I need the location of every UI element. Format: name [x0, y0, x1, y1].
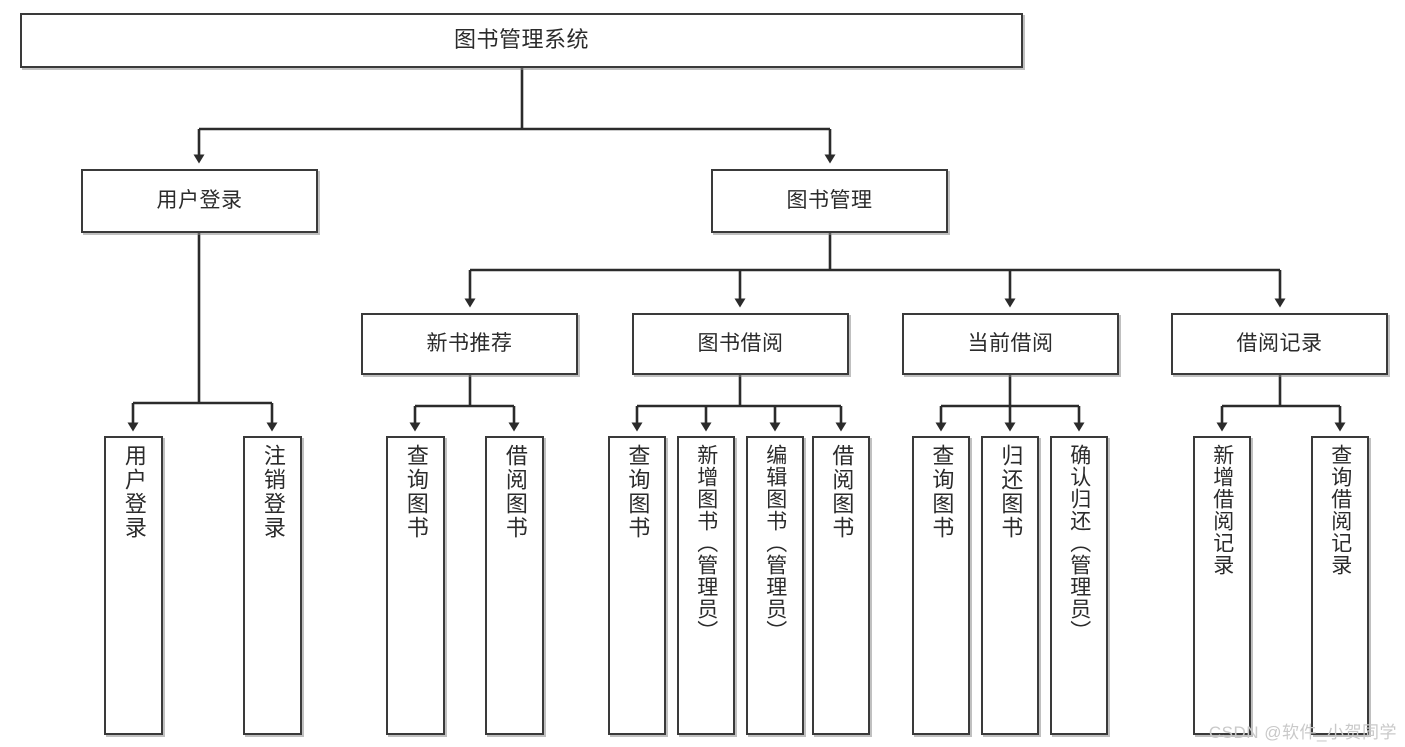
- node-label: 新增借阅记录: [1210, 444, 1234, 576]
- node-label: 新增图书（管理员）: [694, 444, 718, 642]
- node-label: 当前借阅: [967, 332, 1054, 356]
- node-label: 查询借阅记录: [1328, 444, 1352, 576]
- leaf-add-book-admin[interactable]: 新增图书（管理员）: [677, 436, 735, 735]
- node-book-management[interactable]: 图书管理: [711, 169, 948, 233]
- leaf-borrow-book-recommend[interactable]: 借阅图书: [485, 436, 544, 735]
- node-label: 归还图书: [998, 444, 1024, 540]
- node-current-borrow[interactable]: 当前借阅: [902, 313, 1119, 375]
- leaf-return-book[interactable]: 归还图书: [981, 436, 1039, 735]
- node-new-book-recommend[interactable]: 新书推荐: [361, 313, 578, 375]
- node-label: 借阅图书: [829, 444, 855, 540]
- node-label: 图书管理: [786, 189, 873, 213]
- leaf-confirm-return-admin[interactable]: 确认归还（管理员）: [1050, 436, 1108, 735]
- leaf-query-book-recommend[interactable]: 查询图书: [386, 436, 445, 735]
- node-label: 用户登录: [121, 444, 147, 540]
- node-label: 图书管理系统: [453, 27, 589, 53]
- node-borrow-record[interactable]: 借阅记录: [1171, 313, 1388, 375]
- node-label: 注销登录: [260, 444, 286, 540]
- leaf-user-login[interactable]: 用户登录: [104, 436, 163, 735]
- node-label: 查询图书: [403, 444, 429, 540]
- node-label: 借阅记录: [1236, 332, 1323, 356]
- node-label: 新书推荐: [426, 332, 513, 356]
- node-label: 查询图书: [625, 444, 651, 540]
- node-root-system[interactable]: 图书管理系统: [20, 13, 1023, 68]
- watermark-text: CSDN @软件_小贺同学: [1208, 723, 1397, 742]
- leaf-edit-book-admin[interactable]: 编辑图书（管理员）: [746, 436, 804, 735]
- node-label: 确认归还（管理员）: [1067, 444, 1091, 642]
- node-book-borrow[interactable]: 图书借阅: [632, 313, 849, 375]
- node-label: 查询图书: [929, 444, 955, 540]
- leaf-query-borrow-record[interactable]: 查询借阅记录: [1311, 436, 1369, 735]
- leaf-borrow-book[interactable]: 借阅图书: [812, 436, 870, 735]
- leaf-query-book-current[interactable]: 查询图书: [912, 436, 970, 735]
- node-label: 用户登录: [156, 189, 243, 213]
- leaf-logout[interactable]: 注销登录: [243, 436, 302, 735]
- node-user-login[interactable]: 用户登录: [81, 169, 318, 233]
- leaf-query-book-borrow[interactable]: 查询图书: [608, 436, 666, 735]
- leaf-add-borrow-record[interactable]: 新增借阅记录: [1193, 436, 1251, 735]
- node-label: 图书借阅: [697, 332, 784, 356]
- node-label: 借阅图书: [502, 444, 528, 540]
- node-label: 编辑图书（管理员）: [763, 444, 787, 642]
